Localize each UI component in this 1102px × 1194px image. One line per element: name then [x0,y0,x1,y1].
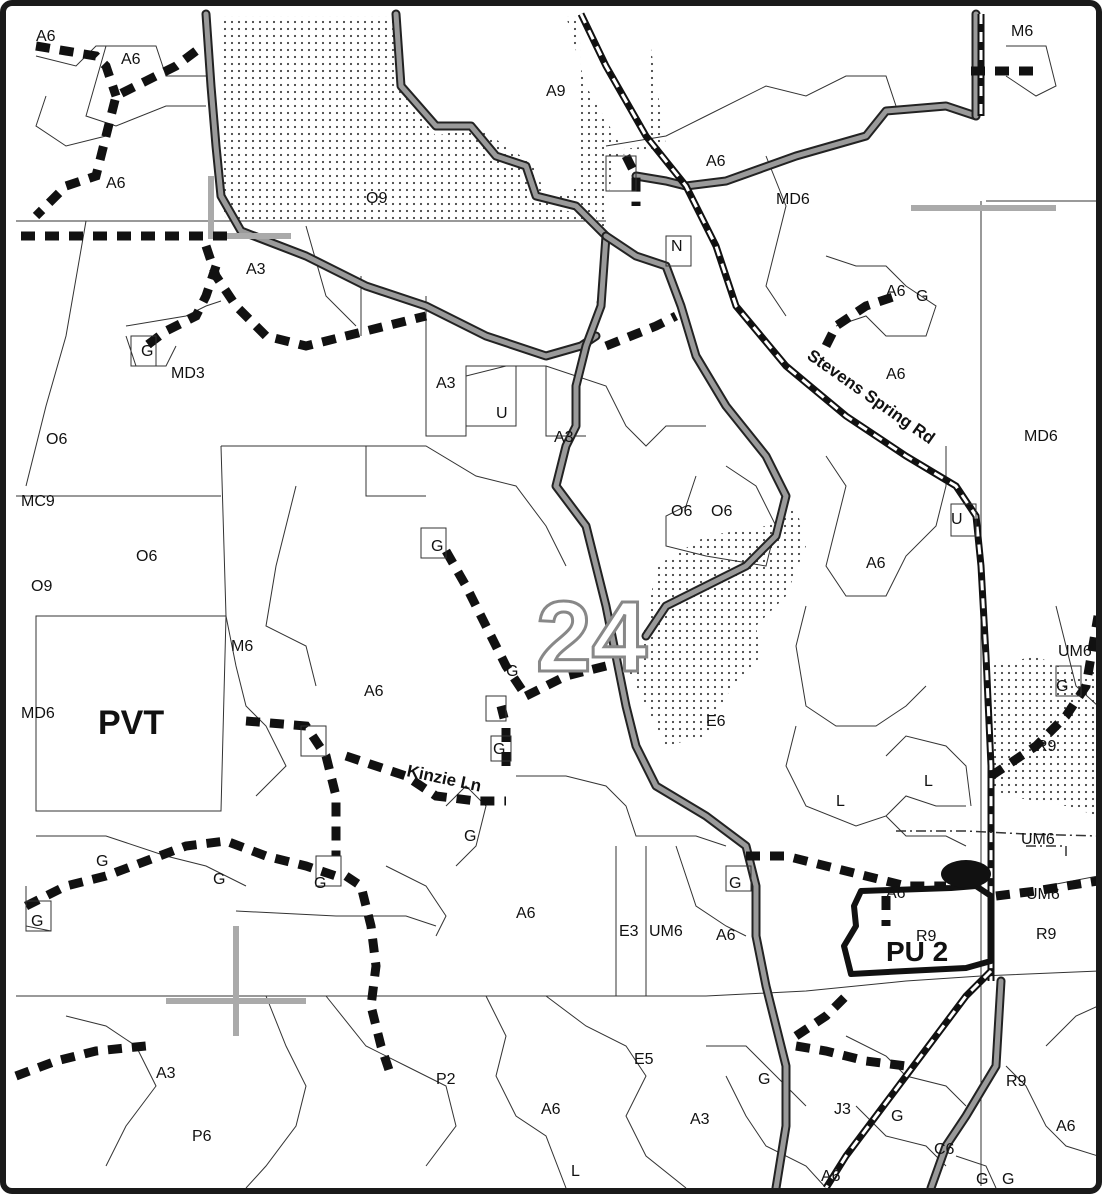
public-unit-boundary [841,860,994,977]
zone-label: G [1056,678,1068,695]
zone-label: L [836,793,845,810]
zone-label: MD6 [21,705,55,722]
zone-label: A3 [436,375,456,392]
section-number: 24 [536,581,648,693]
zone-label: G [493,741,505,758]
zone-label: R9 [1036,738,1057,755]
zone-label: A6 [886,885,906,902]
land-use-map: 24 PVT PU 2 Stevens Spring Rd Kinzie Ln … [14,9,1096,1188]
zone-label: O6 [711,503,732,520]
zone-label: G [31,913,43,930]
road-name-kinzie: Kinzie Ln [405,761,483,795]
zone-label: G [729,875,741,892]
zone-label: M6 [231,638,253,655]
zone-label: O6 [46,431,67,448]
zone-label: A6 [516,905,536,922]
zone-label: J3 [834,1101,851,1118]
zone-label: E3 [619,923,639,940]
zone-label: A3 [554,429,574,446]
stippled-areas [221,16,1096,816]
stipple-center [626,506,806,746]
stipple-r9 [991,656,1096,816]
zone-label: O6 [136,548,157,565]
zone-label: MD3 [171,365,205,382]
zone-label: G [96,853,108,870]
zone-label: G [464,828,476,845]
zone-label: A6 [1056,1118,1076,1135]
zone-label: G [314,875,326,892]
zone-label: UM6 [1026,886,1060,903]
zone-label: O9 [31,578,52,595]
zone-label: A6 [886,366,906,383]
zone-label: MD6 [1024,428,1058,445]
zone-label: L [924,773,933,790]
zone-label: A6 [866,555,886,572]
zone-label: G [758,1071,770,1088]
zone-label: MC9 [21,493,55,510]
zone-label: L [571,1163,580,1180]
zone-label: A6 [706,153,726,170]
dash-dot-boundary [896,830,1096,856]
zone-label: A6 [821,1168,841,1185]
parcel-boundaries [16,45,1096,1188]
zone-label: A3 [690,1111,710,1128]
zone-label: A6 [541,1101,561,1118]
zone-label: UM6 [1021,831,1055,848]
zone-label: E6 [706,713,726,730]
zone-label: A9 [546,83,566,100]
zone-label: UM6 [1058,643,1092,660]
zone-label: E5 [634,1051,654,1068]
zone-label: A6 [364,683,384,700]
zone-labels: A6A6A6A9O9A3GMD3A6A6MD6O6M6NGA6MD6A3UA3O… [21,23,1092,1188]
zone-label: A6 [121,51,141,68]
zone-label: U [496,405,508,422]
paved-road-stevens-spring [577,12,995,1188]
zone-label: A6 [886,283,906,300]
zone-label: O9 [366,190,387,207]
zone-label: R9 [1006,1073,1027,1090]
pu-blob [941,860,991,888]
grey-edge-marks [166,176,1056,1036]
small-parcel-boxes [25,155,1082,932]
zone-label: A3 [156,1065,176,1082]
zone-label: C6 [934,1141,955,1158]
zone-label: G [213,871,225,888]
zone-label: U [951,511,963,528]
zone-label: G [431,538,443,555]
zone-label: G [141,343,153,360]
zone-label: G [916,288,928,305]
zone-label: MD6 [776,191,810,208]
zone-label: A6 [106,175,126,192]
zone-label: M6 [1011,23,1033,40]
zone-label: A6 [36,28,56,45]
zone-label: O6 [671,503,692,520]
private-owner-label: PVT [98,704,164,742]
public-unit-label: PU 2 [886,936,948,967]
zone-label: N [671,238,683,255]
zone-label: P6 [192,1128,212,1145]
zone-label: A6 [716,927,736,944]
zone-label: P2 [436,1071,456,1088]
zone-label: R9 [916,928,937,945]
zone-label: G [891,1108,903,1125]
zone-label: G [506,663,518,680]
stipple-o9 [221,16,666,306]
zone-label: A3 [246,261,266,278]
zone-label: R9 [1036,926,1057,943]
zone-label: G [1002,1171,1014,1188]
zone-label: G [976,1171,988,1188]
zone-label: UM6 [649,923,683,940]
